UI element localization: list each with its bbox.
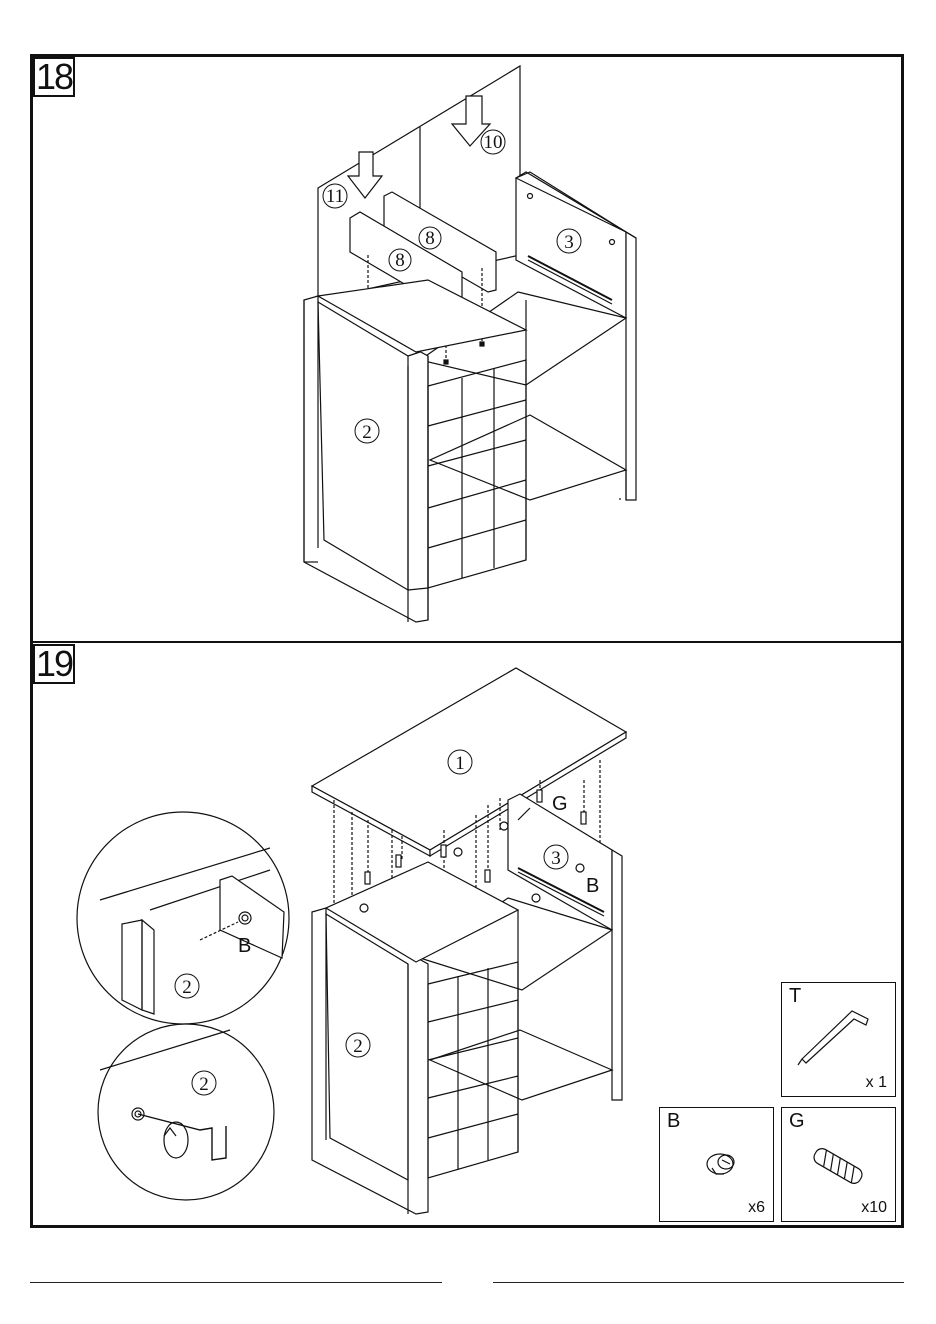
part-2-label-19: 2 (353, 1036, 363, 1057)
hardware-g-qty: x10 (861, 1199, 887, 1217)
hardware-b-callout: B (586, 875, 599, 897)
detail-b-callout: B (238, 935, 251, 957)
footer-rule-right (493, 1282, 904, 1283)
detail-part-2a-label: 2 (182, 977, 192, 998)
hardware-box-g: G x10 (781, 1107, 896, 1222)
part-1-label: 1 (455, 753, 465, 774)
hardware-b-qty: x6 (748, 1199, 765, 1217)
footer-rule-left (30, 1282, 442, 1283)
hardware-box-t: T x 1 (781, 982, 896, 1097)
hardware-g-callout: G (552, 793, 568, 815)
part-3-label-19: 3 (551, 848, 561, 869)
hardware-box-b: B x6 (659, 1107, 774, 1222)
hardware-t-qty: x 1 (866, 1074, 887, 1092)
detail-part-2b-label: 2 (199, 1074, 209, 1095)
